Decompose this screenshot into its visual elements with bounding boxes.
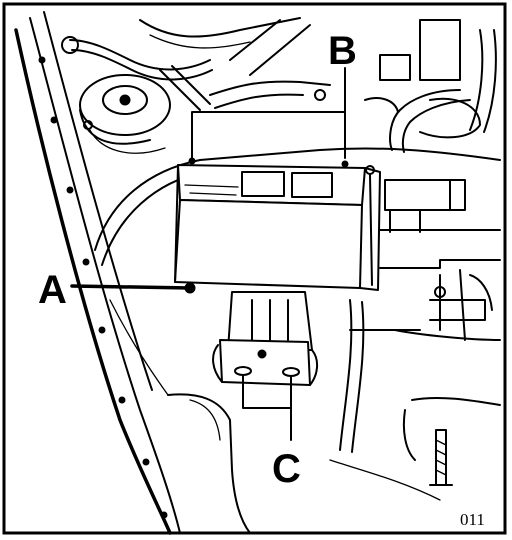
callout-b-bracket: [191, 67, 346, 159]
right-mount: [349, 269, 501, 341]
top-hoses: [61, 17, 331, 111]
mounting-bracket: [212, 291, 318, 386]
misc-bolts: [314, 89, 446, 298]
screw-post: [402, 396, 501, 486]
figure-frame: [2, 2, 507, 535]
right-components: [364, 19, 497, 153]
callout-a-leader: [70, 282, 196, 294]
callout-b-label: B: [328, 29, 357, 73]
connector-block: [379, 179, 501, 269]
figure-number: 011: [460, 510, 485, 529]
callout-a-label: A: [38, 268, 67, 312]
lower-harness: [329, 299, 441, 501]
callout-c-bracket: [242, 374, 292, 441]
strut-tower: [79, 74, 171, 154]
fuse-box: [174, 157, 381, 291]
fender-outline: [14, 11, 181, 535]
callout-c-label: C: [272, 447, 301, 491]
